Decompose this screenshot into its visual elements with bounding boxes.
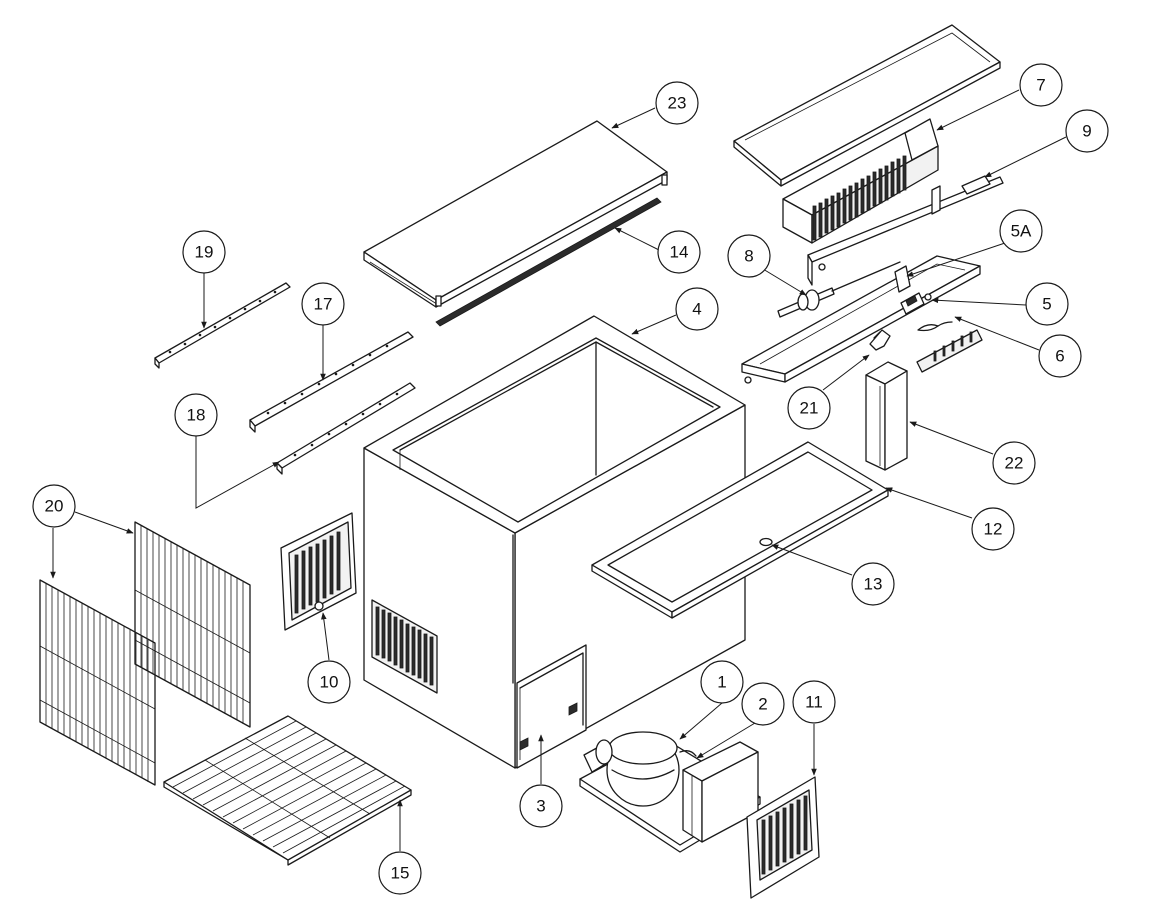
part-7-evaporator [733,24,1001,244]
callout-13: 13 [851,562,895,606]
svg-text:14: 14 [670,243,689,262]
svg-text:23: 23 [668,94,687,113]
svg-text:15: 15 [391,864,410,883]
svg-text:8: 8 [744,247,753,266]
part-21-clip [869,329,891,351]
callout-12: 12 [971,507,1015,551]
callout-10: 10 [307,660,351,704]
callout-11: 11 [792,680,836,724]
part-14-gasket-strip [435,197,662,327]
part-5-thermostat [900,292,932,315]
callout-9: 9 [1065,109,1109,153]
svg-text:18: 18 [187,406,206,425]
callout-5a: 5A [999,209,1043,253]
part-5a-control-tray [741,255,981,384]
callout-18: 18 [174,393,218,437]
part-9-bracket [807,175,1004,286]
callout-2: 2 [741,682,785,726]
rail-19-holes [168,290,277,354]
part-19-rail [154,282,291,369]
svg-text:5: 5 [1042,295,1051,314]
small-vent-bar [916,329,983,373]
svg-text:4: 4 [692,300,701,319]
svg-text:22: 22 [1005,454,1024,473]
svg-text:13: 13 [864,575,883,594]
callout-7: 7 [1019,63,1063,107]
callout-8: 8 [727,234,771,278]
part-13-handle [759,537,773,547]
callout-20: 20 [32,484,76,528]
part-20-wire-door-right [134,521,251,728]
svg-text:7: 7 [1036,76,1045,95]
callout-4: 4 [675,287,719,331]
svg-text:17: 17 [314,295,333,314]
part-15-wire-shelf [163,715,412,866]
part-20-wire-door-left [39,579,156,786]
callout-22: 22 [992,441,1036,485]
svg-text:12: 12 [984,520,1003,539]
svg-text:1: 1 [717,673,726,692]
part-22-duct [865,361,908,471]
callout-6: 6 [1038,334,1082,378]
part-6-sensor [917,321,953,332]
svg-text:3: 3 [536,797,545,816]
svg-text:10: 10 [320,673,339,692]
svg-text:20: 20 [45,497,64,516]
part-8-fan-motor [777,261,901,318]
part-10-side-grille [280,512,357,631]
callout-15: 15 [378,851,422,895]
callout-14: 14 [657,230,701,274]
callout-5: 5 [1025,282,1069,326]
callout-3: 3 [519,784,563,828]
part-17-rail [249,331,414,433]
callout-17: 17 [301,282,345,326]
part-23-lid [363,120,668,308]
svg-text:21: 21 [800,399,819,418]
part-11-front-grille [746,776,820,899]
callout-21: 21 [787,386,831,430]
svg-text:5A: 5A [1011,222,1032,241]
part-12-lid-panel [591,441,889,619]
svg-text:11: 11 [805,693,823,712]
svg-text:6: 6 [1055,347,1064,366]
callout-23: 23 [655,81,699,125]
leader-lines [50,89,1067,851]
callout-19: 19 [182,230,226,274]
svg-text:19: 19 [195,243,214,262]
svg-text:9: 9 [1082,122,1091,141]
callout-1: 1 [700,660,744,704]
cabinet-vents [371,599,438,694]
svg-text:2: 2 [758,695,767,714]
